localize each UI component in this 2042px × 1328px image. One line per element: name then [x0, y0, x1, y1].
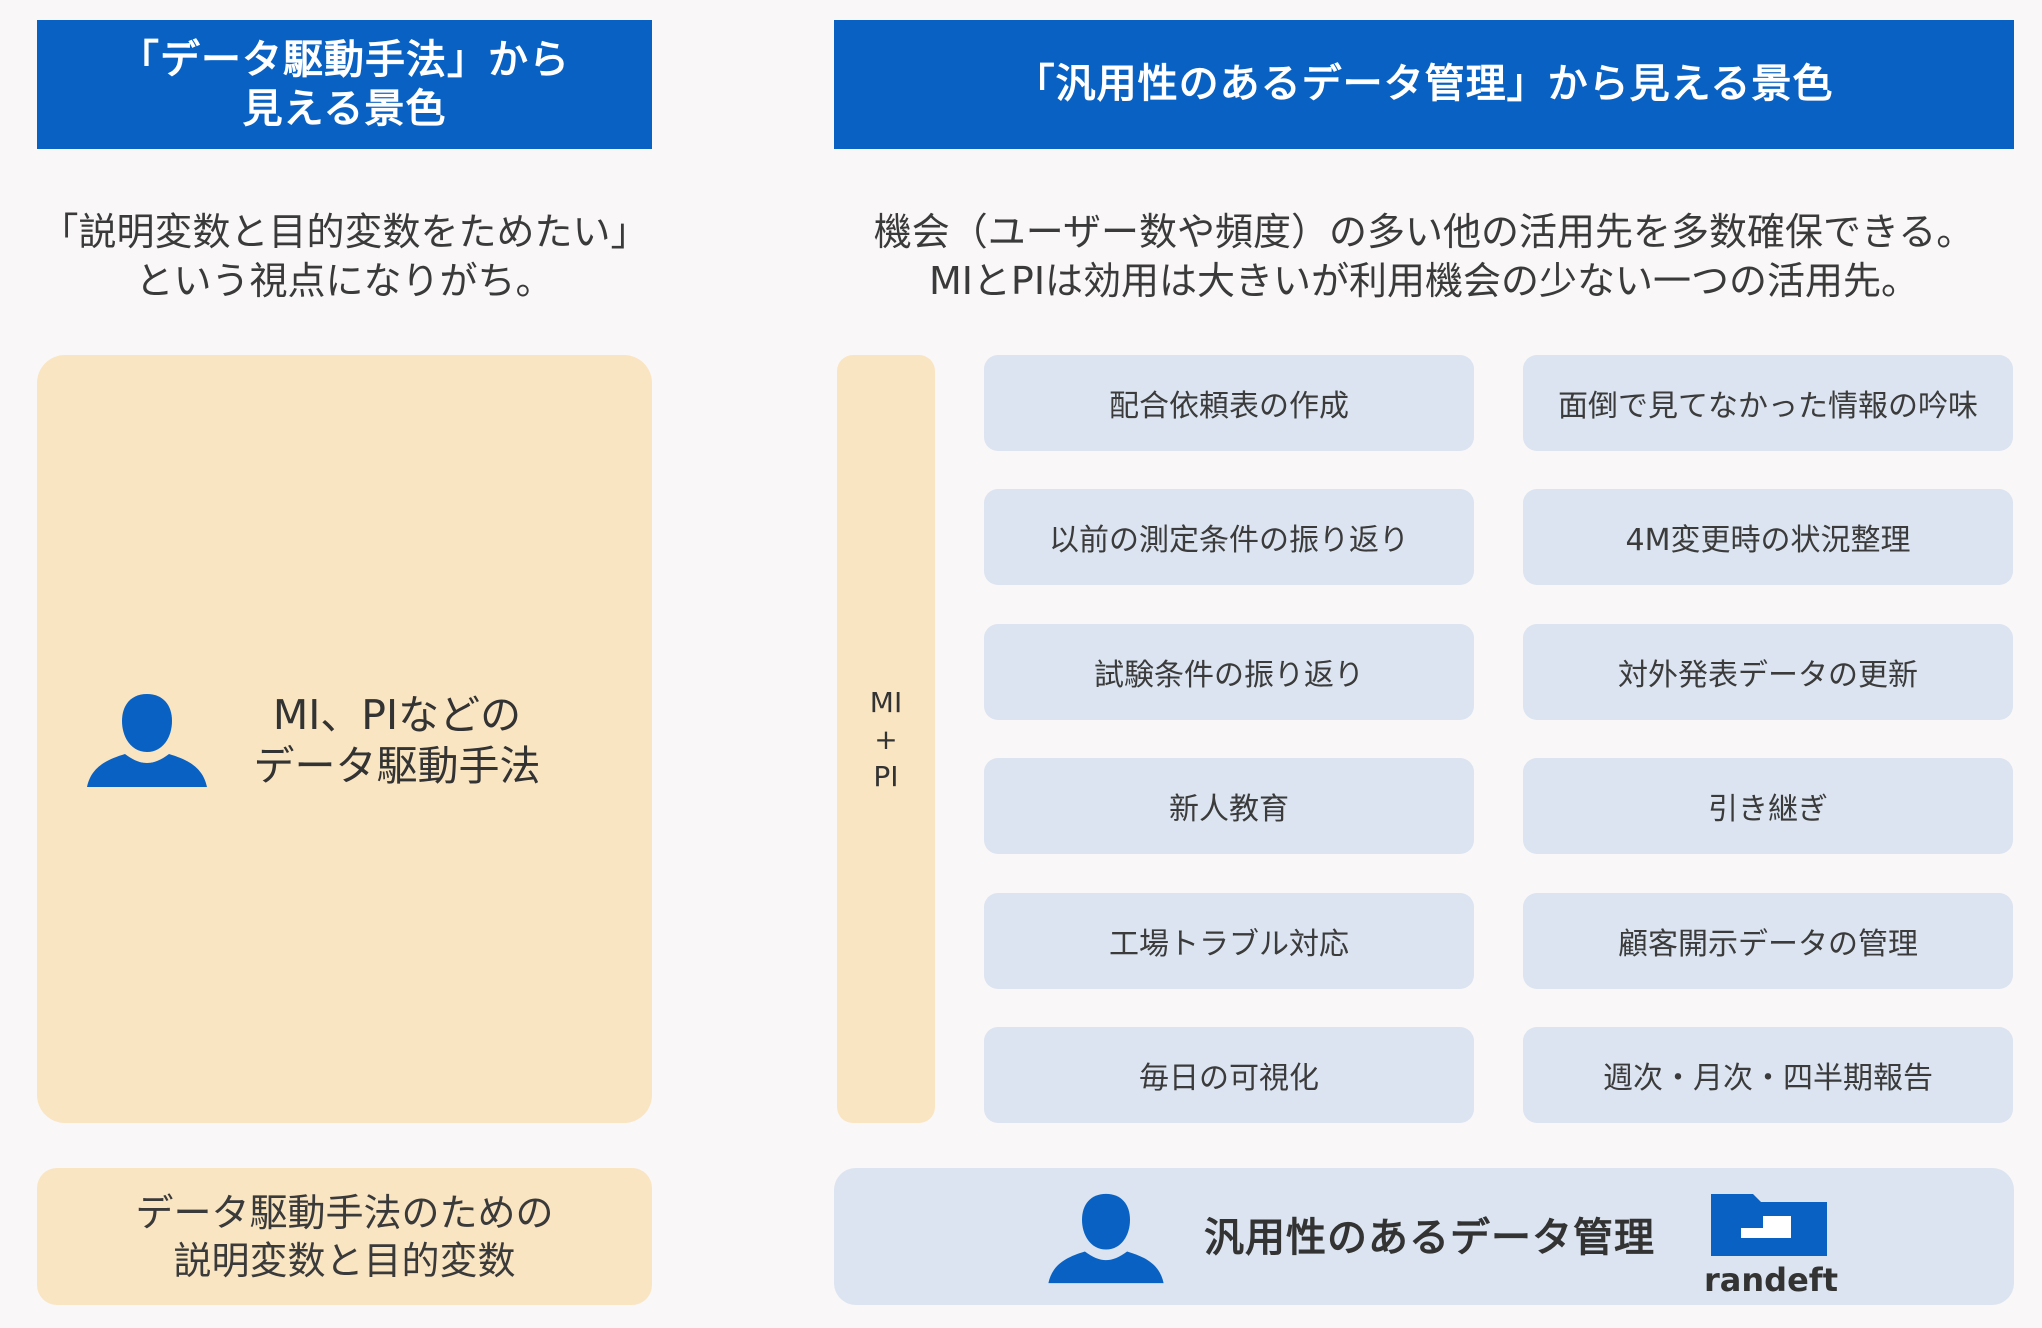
use-case-card: 新人教育 [984, 758, 1474, 854]
mi-pi-strip-label: MI + PI [869, 685, 903, 793]
use-case-card: 以前の測定条件の振り返り [984, 489, 1474, 585]
person-icon [1048, 1190, 1164, 1286]
explanatory-target-variables-box: データ駆動手法のための 説明変数と目的変数 [37, 1168, 652, 1305]
use-case-card: 対外発表データの更新 [1523, 624, 2013, 720]
left-header: 「データ駆動手法」から 見える景色 [37, 20, 652, 149]
use-case-card: 工場トラブル対応 [984, 893, 1474, 989]
right-header: 「汎用性のあるデータ管理」から見える景色 [834, 20, 2014, 149]
data-driven-method-label: MI、PIなどの データ駆動手法 [253, 691, 541, 790]
left-intro-text: 「説明変数と目的変数をためたい」 という視点になりがち。 [40, 210, 649, 303]
use-case-card: 毎日の可視化 [984, 1027, 1474, 1123]
use-case-card: 週次・月次・四半期報告 [1523, 1027, 2013, 1123]
general-data-management-label: 汎用性のあるデータ管理 [1204, 1215, 1655, 1261]
person-icon [87, 690, 207, 790]
use-case-card: 引き継ぎ [1523, 758, 2013, 854]
randeft-logo-icon [1709, 1192, 1829, 1258]
right-intro-text: 機会（ユーザー数や頻度）の多い他の活用先を多数確保できる。 MIとPIは効用は大… [873, 210, 1975, 303]
use-case-card: 試験条件の振り返り [984, 624, 1474, 720]
use-case-card: 4M変更時の状況整理 [1523, 489, 2013, 585]
data-driven-method-box: MI、PIなどの データ駆動手法 [37, 355, 652, 1123]
explanatory-target-variables-label: データ駆動手法のための 説明変数と目的変数 [135, 1190, 554, 1283]
use-case-card: 面倒で見てなかった情報の吟味 [1523, 355, 2013, 451]
mi-pi-strip: MI + PI [837, 355, 935, 1123]
use-case-card: 配合依頼表の作成 [984, 355, 1474, 451]
randeft-logo-text: randeft [1704, 1261, 1838, 1299]
use-case-card: 顧客開示データの管理 [1523, 893, 2013, 989]
general-data-management-box: 汎用性のあるデータ管理 randeft [834, 1168, 2014, 1305]
